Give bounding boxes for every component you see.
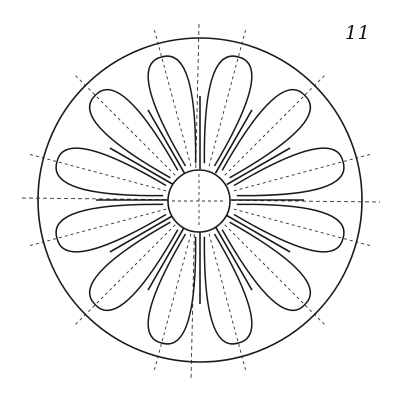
petal-outline [55, 203, 167, 253]
axis-guide-line [29, 153, 167, 192]
petals-group [55, 55, 345, 345]
outer-circle [37, 37, 363, 363]
spoke-line [214, 226, 253, 291]
spoke-line [226, 147, 291, 186]
petal-outline [147, 55, 197, 167]
petal-outline [89, 89, 179, 179]
spokes-group [96, 96, 304, 304]
spoke-line [214, 109, 253, 174]
axis-guide-line [75, 224, 176, 325]
spoke-line [109, 147, 174, 186]
petal-outline [221, 221, 311, 311]
axis-guide-line [224, 224, 325, 325]
petal-outline [203, 55, 253, 167]
petal-outline [55, 147, 167, 197]
axis-guide-line [233, 208, 371, 247]
axis-guide-line [208, 29, 247, 167]
spoke-line [109, 214, 174, 253]
axis-guide-line [233, 153, 371, 192]
axis-guide-line [208, 233, 247, 371]
axis-guide-line [224, 75, 325, 176]
spoke-line [147, 226, 186, 291]
axis-guide-line [153, 233, 192, 371]
petal-outline [89, 221, 179, 311]
spoke-line [226, 214, 291, 253]
figure-number-label: 11 [345, 22, 371, 44]
axis-guide-line [75, 75, 176, 176]
horizontal-guide-line [21, 197, 381, 203]
petal-outline [203, 233, 253, 345]
spoke-line [147, 109, 186, 174]
petal-outline [233, 147, 345, 197]
hub-crosshair [172, 174, 226, 228]
axis-guide-line [29, 208, 167, 247]
petal-outline [233, 203, 345, 253]
petal-outline [221, 89, 311, 179]
axis-guide-line [153, 29, 192, 167]
petal-outline [147, 233, 197, 345]
